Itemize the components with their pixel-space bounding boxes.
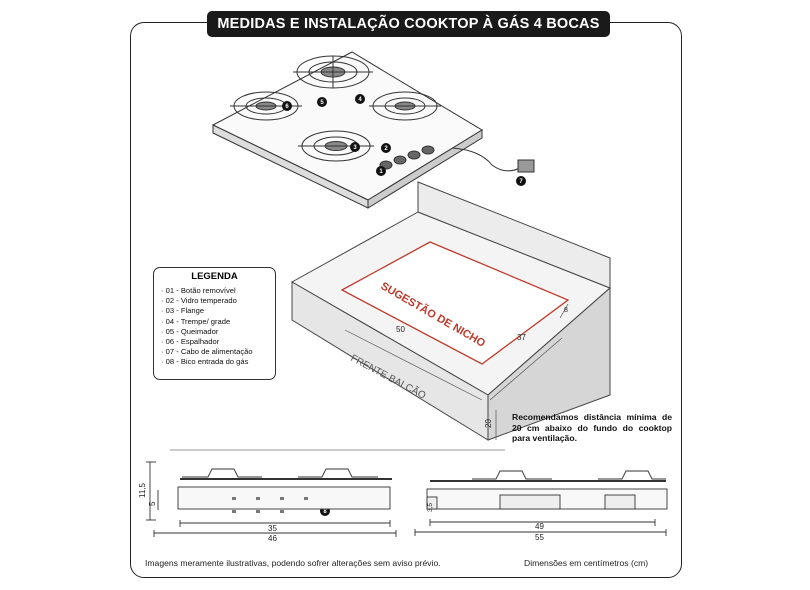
legend-item: · 02 - Vidro temperado [161, 296, 237, 306]
legend-box: LEGENDA · 01 - Botão removível · 02 - Vi… [153, 267, 276, 380]
burner-bottom [298, 130, 374, 162]
burner-top [293, 55, 373, 89]
legend-item: · 01 - Botão removível [161, 286, 236, 295]
burner-right [369, 91, 441, 121]
legend-item: · 07 - Cabo de alimentação [161, 347, 253, 357]
side-width-total-dim: 55 [535, 533, 544, 542]
front-width-inner-dim: 35 [268, 524, 277, 533]
legend-title: LEGENDA [191, 271, 238, 282]
counter-height-dim: 20 [484, 419, 493, 428]
counter-illustration [290, 181, 611, 441]
callout-5: 5 [320, 100, 324, 106]
power-plug [517, 159, 535, 173]
legend-item: · 06 - Espalhador [161, 337, 220, 347]
cooktop-glass-top [211, 51, 483, 201]
side-width-inner-dim: 49 [535, 522, 544, 531]
cooktop-illustration [211, 51, 535, 209]
callout-1: 1 [379, 169, 383, 175]
footer-disclaimer: Imagens meramente ilustrativas, podendo … [145, 558, 441, 568]
callout-4: 4 [358, 97, 362, 103]
page-title: MEDIDAS E INSTALAÇÃO COOKTOP À GÁS 4 BOC… [207, 11, 610, 37]
counter-side [487, 286, 611, 441]
niche-depth-dim: 37 [517, 333, 526, 342]
callout-6: 6 [285, 104, 289, 110]
side-view-drawing [414, 470, 668, 536]
front-height-body-dim: 5 [148, 501, 157, 506]
legend-item: · 08 - Bico entrada do gás [161, 357, 249, 367]
callout-7: 7 [519, 179, 523, 185]
front-view-drawing [146, 449, 505, 537]
footer-units: Dimensões em centímetros (cm) [524, 558, 649, 568]
niche-width-dim: 50 [396, 325, 405, 334]
legend-item: · 05 - Queimador [161, 326, 219, 336]
front-width-total-dim: 46 [268, 534, 277, 543]
legend-item: · 03 - Flange [161, 306, 205, 316]
side-height-dim: 3,5 [427, 503, 434, 512]
callout-3: 3 [353, 145, 357, 151]
legend-item: · 04 - Trempe/ grade [161, 316, 231, 326]
counter-back-wall [417, 181, 611, 289]
callout-8: 8 [323, 509, 327, 515]
callout-2: 2 [384, 146, 388, 152]
front-height-total-dim: 11,5 [138, 482, 147, 498]
cooktop-glass-edge-right [367, 129, 483, 209]
niche-edge-dim: 8 [564, 307, 568, 314]
ventilation-recommendation: Recomendamos distância mínima de 20 cm a… [512, 412, 672, 443]
niche-outline [340, 241, 570, 365]
power-cable [451, 147, 521, 172]
